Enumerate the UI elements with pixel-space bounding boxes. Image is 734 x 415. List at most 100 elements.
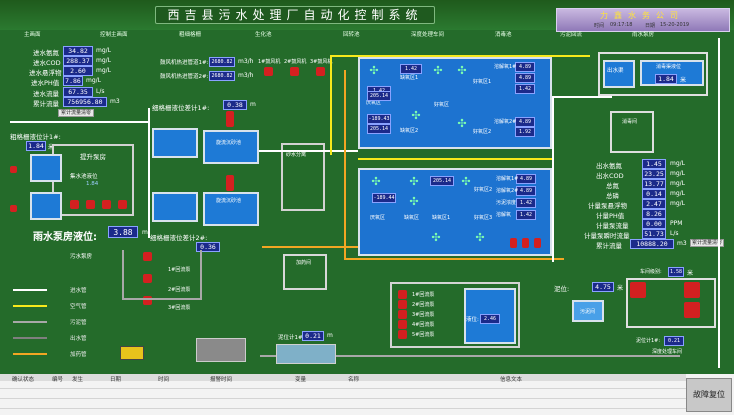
fault-reset-button[interactable]: 故障复位: [686, 378, 732, 412]
outlet-tp-value: 0.14: [642, 189, 666, 199]
grit-chamber-2-label: 旋流沉砂池: [216, 198, 242, 204]
return-pump-c[interactable]: [534, 238, 541, 248]
lift-pump-4[interactable]: [118, 200, 127, 209]
company-name: 力鑫水务公司: [600, 11, 684, 20]
sludge-pump-value: 1.58: [668, 267, 684, 277]
blower1-label: 鼓风机热进管道1#:: [160, 60, 209, 66]
dewatering-machine-1[interactable]: [630, 282, 646, 298]
sludge-return-pump-3-label: 3#回流泵: [168, 305, 191, 311]
bio-top-label-5: 好氧区1: [473, 79, 492, 85]
sludge-pump-2-label: 2#回流泵: [412, 302, 435, 308]
mixer-icon[interactable]: ✣: [457, 117, 467, 130]
fine-screen-2: [152, 192, 198, 222]
mixer-icon[interactable]: ✣: [409, 195, 419, 208]
sludge-pump-1[interactable]: [398, 290, 407, 299]
alarm-col-alarm-time: 报警时间: [210, 377, 233, 383]
nav-sludge[interactable]: 污泥回流: [560, 32, 583, 38]
sludge-return-pump-2[interactable]: [143, 274, 152, 283]
dewatering-machine-3[interactable]: [684, 302, 700, 318]
mixer-icon[interactable]: ✣: [457, 64, 467, 77]
blower-1-name: 1#鼓风机: [258, 59, 281, 65]
legend-air: 空气管: [70, 304, 87, 310]
outlet-cod-label: 出水COD: [596, 172, 624, 180]
inlet-valve-1[interactable]: [10, 166, 17, 173]
outlet-nh3-label: 出水氨氮: [596, 162, 622, 170]
outlet-nh3-unit: mg/L: [670, 160, 686, 167]
mixer-icon[interactable]: ✣: [411, 109, 421, 122]
mixer-icon[interactable]: ✣: [409, 175, 419, 188]
lift-level-value: 1.84: [86, 181, 99, 187]
nav-main[interactable]: 主画面: [24, 32, 41, 38]
lift-pump-3[interactable]: [102, 200, 111, 209]
return-pump-a[interactable]: [510, 238, 517, 248]
nav-deep[interactable]: 深度处理车间: [411, 32, 445, 38]
inlet-ph-unit: mg/L: [86, 77, 102, 84]
outlet-dose-unit: PPM: [670, 220, 683, 227]
company-panel: [556, 8, 730, 32]
filter-press: [196, 338, 246, 362]
alarm-col-occur: 发生: [72, 377, 84, 383]
inlet-valve-2[interactable]: [10, 205, 17, 212]
mixer-icon[interactable]: ✣: [433, 64, 443, 77]
pipe: [552, 96, 612, 98]
pipe: [552, 96, 554, 262]
legend-dosing: 加药管: [70, 352, 87, 358]
bio-bottom-do2-label: 溶解氧2#: [496, 188, 519, 194]
blower-2[interactable]: [290, 67, 299, 76]
legend-line-air: [13, 305, 47, 307]
alarm-col-variable: 变量: [295, 377, 307, 383]
mixer-icon[interactable]: ✣: [371, 175, 381, 188]
fine-screen1-label: 细格栅液位差计1#:: [152, 104, 210, 112]
sludge-pump-2[interactable]: [398, 300, 407, 309]
outlet-dose-label: 计量泵流量: [596, 222, 629, 230]
bio-top-value-10: 1.92: [515, 127, 535, 137]
nav-rain[interactable]: 雨水泵房: [632, 32, 655, 38]
sludge-return-pump-3[interactable]: [143, 296, 152, 305]
alarm-row-line: [0, 388, 686, 389]
bio-top-do2-label: 溶解氧2#: [494, 119, 517, 125]
outlet-ss-label: 计量泵悬浮物: [588, 202, 627, 210]
outlet-tn-value: 13.77: [642, 179, 666, 189]
outlet-ss-unit: mg/L: [670, 200, 686, 207]
mixer-icon[interactable]: ✣: [461, 175, 471, 188]
sludge-level-unit: 米: [617, 285, 624, 292]
dewatering-machine-2[interactable]: [684, 282, 700, 298]
nav-screen[interactable]: 粗细格栅: [179, 32, 202, 38]
return-pump-b[interactable]: [522, 238, 529, 248]
bio-bottom-label-1: 厌氧区: [370, 215, 386, 221]
sludge-pump-4[interactable]: [398, 320, 407, 329]
mixer-icon[interactable]: ✣: [475, 231, 485, 244]
blower-3[interactable]: [316, 67, 325, 76]
bio-bottom-value-5: 1.42: [516, 198, 536, 208]
nav-bio[interactable]: 生化池: [255, 32, 272, 38]
legend-line-outlet: [13, 337, 47, 339]
bio-bottom-do-label: 溶解氧: [496, 212, 512, 218]
grit-motor-2[interactable]: [226, 175, 234, 191]
nav-disinfect[interactable]: 消毒池: [495, 32, 512, 38]
nav-control[interactable]: 控制主画面: [100, 32, 128, 38]
lift-pump-2[interactable]: [86, 200, 95, 209]
nav-rotary[interactable]: 回转池: [343, 32, 360, 38]
rain-level-unit: m: [142, 229, 148, 236]
sludge-conveyor: [276, 344, 336, 364]
loader-truck: [120, 346, 144, 360]
mixer-icon[interactable]: ✣: [431, 231, 441, 244]
sludge-pump-3[interactable]: [398, 310, 407, 319]
sludge-pump-5[interactable]: [398, 330, 407, 339]
lift-pump-1[interactable]: [70, 200, 79, 209]
bio-top-value-5: 4.89: [515, 73, 535, 83]
bio-bottom-value-3: 4.89: [516, 174, 536, 184]
inlet-total-unit: m3: [110, 98, 120, 105]
sludge-storage-level-value: 2.46: [480, 314, 500, 324]
outlet-reset-total-button[interactable]: 累计流量清零: [690, 239, 724, 247]
inlet-cod-label: 进水COD: [33, 59, 61, 67]
sand-separator-title: 砂水分离: [286, 152, 307, 158]
bio-top-value-9: 4.89: [515, 117, 535, 127]
sludge-return-pump-1[interactable]: [143, 252, 152, 261]
mixer-icon[interactable]: ✣: [369, 64, 379, 77]
inlet-reset-total-button[interactable]: 累计流量清零: [58, 109, 94, 117]
grit-motor-1[interactable]: [226, 111, 234, 127]
grit-chamber-1-label: 旋流沉砂池: [216, 140, 242, 146]
blower-1[interactable]: [264, 67, 273, 76]
sludge-pump-4-label: 4#回流泵: [412, 322, 435, 328]
